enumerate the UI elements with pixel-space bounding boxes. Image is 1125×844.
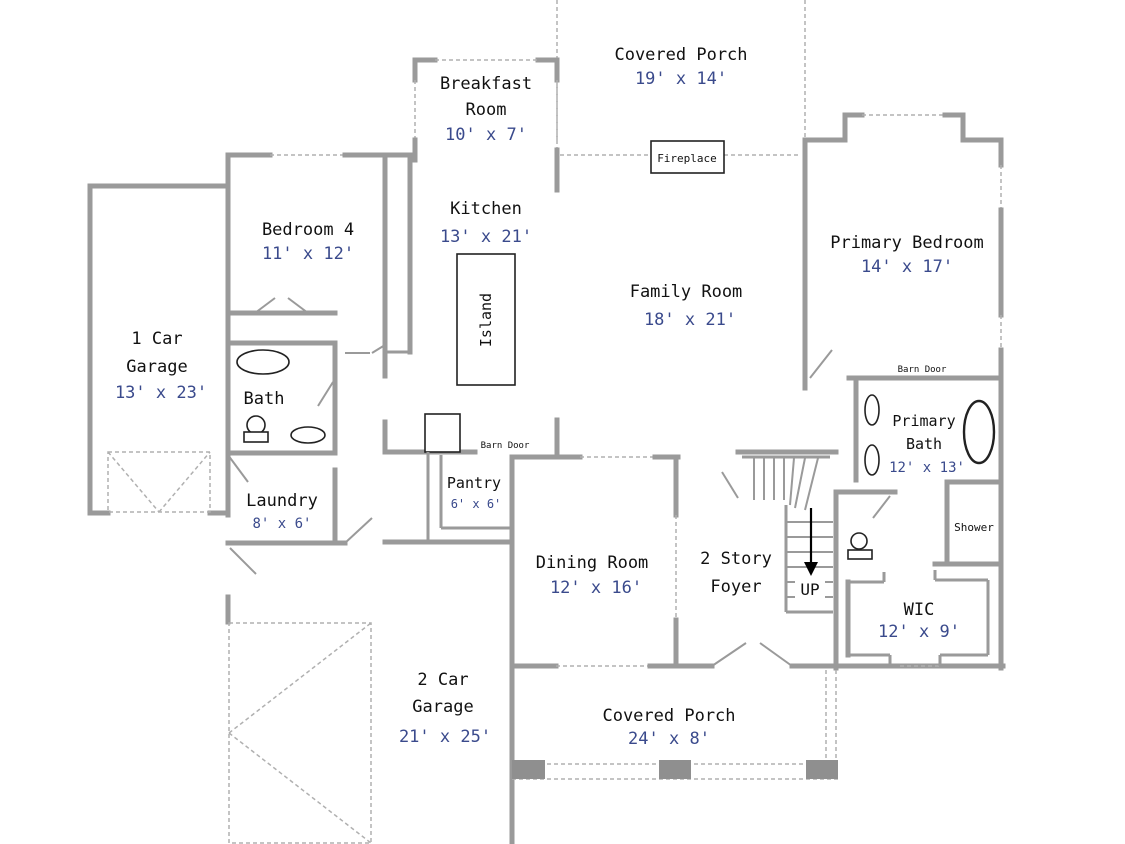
barn-door-pantry-label: Barn Door <box>481 441 530 451</box>
kitchen-dim: 13' x 21' <box>440 227 532 247</box>
bedroom-4-name: Bedroom 4 <box>262 220 354 240</box>
garage-2-outline <box>225 594 372 844</box>
covered-porch-rear-name: Covered Porch <box>614 45 747 65</box>
dining-room-dim: 12' x 16' <box>550 578 642 598</box>
garage-1-name: 1 Car <box>131 329 182 349</box>
bedroom-4-walls <box>225 152 415 518</box>
wic-dim: 12' x 9' <box>878 622 960 642</box>
porch-post <box>659 760 691 779</box>
primary-bedroom-name: Primary Bedroom <box>830 233 984 253</box>
primary-bath-name: Bath <box>906 435 942 453</box>
sink-icon <box>864 444 880 476</box>
primary-bath-walls <box>833 375 1004 567</box>
wic-name: WIC <box>904 600 935 620</box>
pantry-name: Pantry <box>447 474 501 492</box>
primary-bath-dim: 12' x 13' <box>889 460 965 476</box>
sink-icon <box>864 394 880 426</box>
laundry-dim: 8' x 6' <box>252 516 311 532</box>
breakfast-room-name: Room <box>466 100 507 120</box>
porch-post <box>806 760 838 779</box>
covered-porch-front-outline <box>512 670 838 780</box>
garage-1-walls <box>87 183 231 516</box>
stairs-up-box <box>795 578 825 600</box>
garage-2-dim: 21' x 25' <box>399 727 491 747</box>
fireplace-icon <box>650 140 725 174</box>
kitchen-name: Kitchen <box>450 199 522 219</box>
garage-1-name: Garage <box>126 357 187 377</box>
fireplace-label: Fireplace <box>657 152 717 165</box>
pantry-dim: 6' x 6' <box>451 497 502 511</box>
covered-porch-rear-dim: 19' x 14' <box>635 69 727 89</box>
laundry-name: Laundry <box>246 491 318 511</box>
down-arrow-icon <box>804 508 818 576</box>
island-label: Island <box>477 293 495 347</box>
bedroom-4-dim: 11' x 12' <box>262 244 354 264</box>
bathtub-icon <box>962 399 996 465</box>
covered-porch-front-dim: 24' x 8' <box>628 729 710 749</box>
breakfast-room-dim: 10' x 7' <box>445 125 527 145</box>
foyer-name: Foyer <box>710 577 761 597</box>
wic-walls <box>833 489 990 671</box>
barn-door-primary-label: Barn Door <box>898 365 947 375</box>
garage-2-name: Garage <box>412 697 473 717</box>
kitchen-island <box>456 253 516 386</box>
laundry-walls <box>225 454 373 575</box>
primary-bedroom-walls <box>802 112 1004 671</box>
garage-2-name: 2 Car <box>417 670 468 690</box>
covered-porch-front-name: Covered Porch <box>602 706 735 726</box>
toilet-icon <box>243 415 269 443</box>
breakfast-room-name: Breakfast <box>440 74 532 94</box>
porch-post <box>512 760 545 779</box>
garage-1-dim: 13' x 23' <box>115 383 207 403</box>
pantry-walls <box>426 452 512 542</box>
toilet-icon <box>847 532 873 560</box>
primary-bath-name: Primary <box>892 412 955 430</box>
foyer-name: 2 Story <box>700 549 772 569</box>
bath-name: Bath <box>244 389 285 409</box>
bath-walls <box>225 340 386 456</box>
primary-bedroom-dim: 14' x 17' <box>861 257 953 277</box>
family-room-dim: 18' x 21' <box>644 310 736 330</box>
shower-label: Shower <box>954 521 994 534</box>
dining-room-name: Dining Room <box>536 553 649 573</box>
bathtub-icon <box>236 349 290 375</box>
staircase <box>721 449 839 614</box>
stairs-up-label: UP <box>800 580 819 599</box>
breakfast-room-walls <box>412 57 560 193</box>
sink-icon <box>290 426 326 444</box>
refrigerator-icon <box>424 413 461 453</box>
family-room-name: Family Room <box>630 282 743 302</box>
dining-room-walls <box>509 454 1006 844</box>
